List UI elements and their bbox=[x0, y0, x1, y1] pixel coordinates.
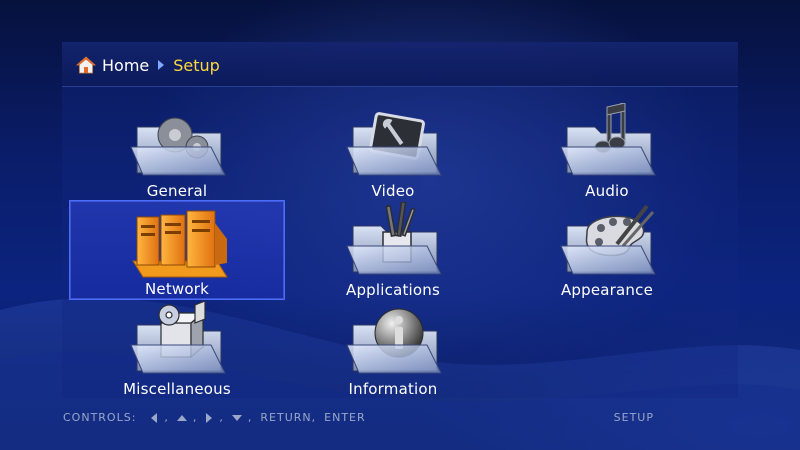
tools-cup-folder-icon bbox=[346, 202, 442, 275]
footer-controls: CONTROLS: , , , , RETURN, ENTER bbox=[63, 411, 366, 424]
music-note-folder-icon bbox=[560, 103, 656, 176]
menu-item-label: Information bbox=[348, 380, 438, 398]
up-arrow-icon bbox=[176, 414, 187, 422]
right-arrow-icon bbox=[205, 412, 213, 423]
menu-item-information[interactable]: Information bbox=[285, 299, 501, 399]
gears-folder-icon bbox=[130, 117, 226, 176]
house-icon[interactable] bbox=[76, 55, 96, 75]
box-disc-folder-icon bbox=[130, 301, 226, 374]
footer-section-label: SETUP bbox=[613, 411, 654, 424]
menu-item-video[interactable]: Video bbox=[285, 101, 501, 201]
triangle-right-icon bbox=[157, 59, 165, 71]
menu-item-applications[interactable]: Applications bbox=[285, 200, 501, 300]
menu-item-appearance[interactable]: Appearance bbox=[499, 200, 715, 300]
menu-item-label: Video bbox=[371, 182, 415, 200]
breadcrumb-current: Setup bbox=[173, 55, 220, 75]
menu-item-network[interactable]: Network bbox=[69, 200, 285, 300]
left-arrow-icon bbox=[150, 412, 158, 423]
menu-item-label: General bbox=[146, 182, 208, 200]
info-sphere-folder-icon bbox=[346, 308, 442, 374]
menu-item-audio[interactable]: Audio bbox=[499, 101, 715, 201]
enter-label: ENTER bbox=[324, 411, 366, 424]
menu-item-label: Audio bbox=[585, 182, 629, 200]
menu-item-label: Appearance bbox=[560, 281, 654, 299]
computer-towers-folder-icon bbox=[132, 210, 228, 278]
menu-item-miscellaneous[interactable]: Miscellaneous bbox=[69, 299, 285, 399]
breadcrumb-home[interactable]: Home bbox=[102, 55, 150, 75]
video-folder-icon bbox=[346, 112, 442, 176]
menu-item-label: Miscellaneous bbox=[123, 380, 231, 398]
menu-item-label: Applications bbox=[345, 281, 441, 299]
return-label: RETURN, bbox=[260, 411, 317, 424]
menu-item-general[interactable]: General bbox=[69, 101, 285, 201]
down-arrow-icon bbox=[231, 414, 242, 422]
menu-item-label: Network bbox=[144, 280, 210, 298]
breadcrumb: Home Setup bbox=[76, 53, 220, 77]
controls-label: CONTROLS: bbox=[63, 411, 137, 424]
paint-palette-folder-icon bbox=[560, 204, 656, 275]
header-bar bbox=[62, 42, 738, 87]
